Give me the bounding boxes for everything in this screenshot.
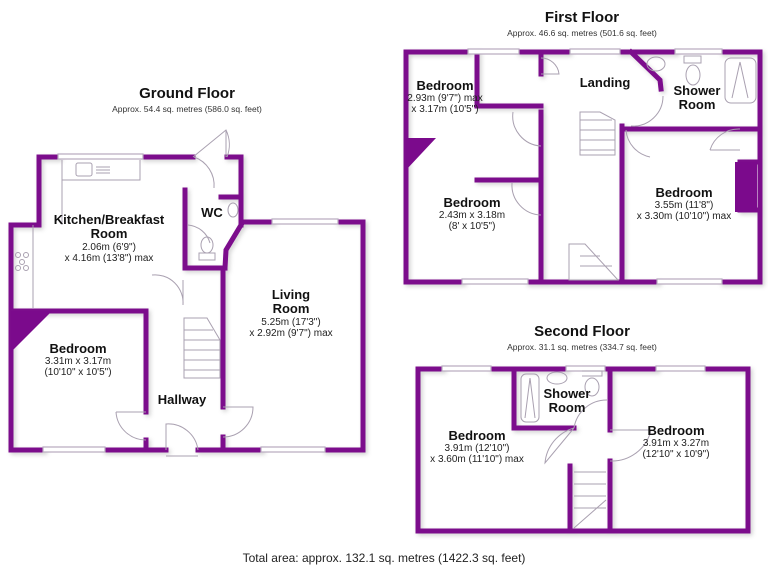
room-dimensions: 3.91m x 3.27m [642,438,710,450]
first-floor-area: Approx. 46.6 sq. metres (501.6 sq. feet) [507,28,657,38]
room-ground-bedroom: Bedroom 3.31m x 3.17m (10'10" x 10'5") [44,341,112,379]
room-name: Bedroom [655,185,713,200]
room-dimensions-max: x 2.92m (9'7") max [249,327,333,339]
room-name: Shower [673,83,721,98]
ground-floor-area: Approx. 54.4 sq. metres (586.0 sq. feet) [112,104,262,114]
room-dimensions-imperial: (8' x 10'5") [448,221,496,233]
room-first-bedroom-3: Bedroom 3.55m (11'8") x 3.30m (10'10") m… [636,185,732,223]
room-dimensions-imperial: (10'10" x 10'5") [44,367,112,379]
room-first-bedroom-2: Bedroom 2.43m x 3.18m (8' x 10'5") [438,195,506,233]
room-dimensions-2: x 3.17m (10'5") [411,104,479,116]
room-dimensions-max: x 3.60m (11'10") max [430,454,524,466]
room-dimensions: 5.25m (17'3") [261,316,321,328]
room-hallway: Hallway [157,392,207,407]
ground-floor-title: Ground Floor [139,85,235,102]
first-floor-plan [403,48,763,285]
room-first-bedroom-1: Bedroom 2.93m (9'7") max x 3.17m (10'5") [407,78,483,116]
room-name: Bedroom [647,423,705,438]
room-second-shower-room: Shower Room [543,386,591,416]
room-dimensions-max: x 3.30m (10'10") max [636,211,732,223]
room-landing: Landing [579,75,631,90]
room-dimensions-imperial: (12'10" x 10'9") [642,449,710,461]
room-second-bedroom-1: Bedroom 3.91m (12'10") x 3.60m (11'10") … [430,428,524,466]
room-dimensions: 2.93m (9'7") max [407,93,483,105]
room-name-line2: Room [548,400,586,416]
room-dimensions: 2.06m (6'9") [82,241,136,253]
ground-floor-plan [8,154,366,453]
room-name-line2: Room [90,226,128,242]
first-floor-title: First Floor [544,9,620,26]
room-second-bedroom-2: Bedroom 3.91m x 3.27m (12'10" x 10'9") [642,423,710,461]
room-name: Landing [579,75,631,90]
room-living-room: Living Room 5.25m (17'3") x 2.92m (9'7")… [249,287,333,339]
second-floor-title: Second Floor [534,323,630,340]
room-wc: WC [201,205,223,220]
room-name: Hallway [157,392,207,407]
room-name: Living [271,287,311,302]
room-dimensions: 3.55m (11'8") [654,200,714,212]
second-floor-plan [415,366,751,534]
room-dimensions: 2.43m x 3.18m [438,210,506,222]
room-name: Bedroom [448,428,506,443]
room-name: Kitchen/Breakfast [53,212,165,227]
room-name-line2: Room [678,97,716,113]
room-name: Bedroom [49,341,107,356]
second-floor-area: Approx. 31.1 sq. metres (334.7 sq. feet) [507,342,657,352]
room-dimensions: 3.31m x 3.17m [44,356,112,368]
room-kitchen-breakfast: Kitchen/Breakfast Room 2.06m (6'9") x 4.… [53,212,165,264]
room-name: Bedroom [416,78,474,93]
total-area: Total area: approx. 132.1 sq. metres (14… [242,551,526,565]
room-first-shower-room: Shower Room [673,83,721,113]
room-dimensions-max: x 4.16m (13'8") max [64,252,154,264]
room-name: Shower [543,386,591,401]
room-name: WC [201,205,223,220]
room-dimensions: 3.91m (12'10") [444,443,510,455]
room-name: Bedroom [443,195,501,210]
room-name-line2: Room [272,301,310,317]
